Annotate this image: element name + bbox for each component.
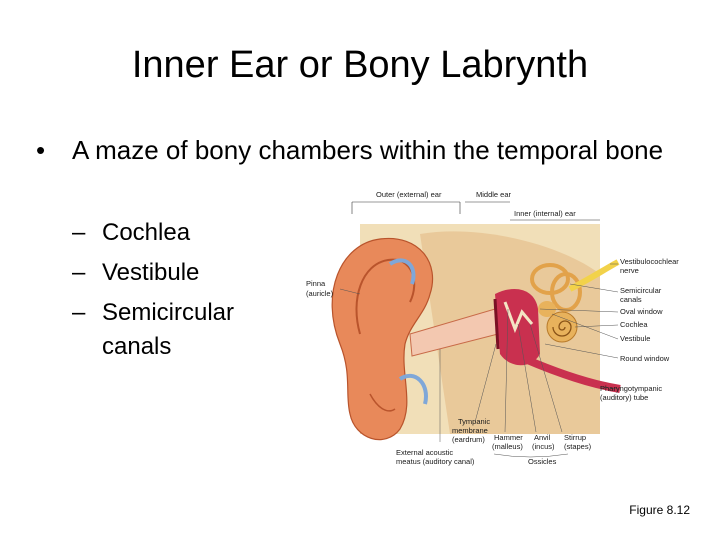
label-cochlea: Cochlea [620,320,648,329]
ossicles-brace [493,453,569,458]
label-auditory-tube: (auditory) tube [600,393,648,402]
dash-icon: – [72,219,86,246]
cartilage [388,258,416,285]
label-stirrup: Stirrup [564,433,586,442]
leader-anvil [517,323,537,433]
ear-anatomy-figure: Outer (external) ear Middle ear Inner (i… [306,190,679,466]
label-nerve: nerve [620,266,639,275]
label-eardrum: (eardrum) [452,435,485,444]
pharyngotympanic-tube-shape [523,355,621,393]
leader-round [544,343,619,359]
label-ossicles: Ossicles [528,457,557,466]
lobule-line [369,393,396,412]
leader-oval [539,308,619,313]
label-external-acoustic: External acoustic [396,448,453,457]
cartilage-lower [398,373,428,405]
label-pharyngotympanic: Pharyngotympanic [600,384,662,393]
pinna-shape [331,237,434,441]
label-hammer: Hammer [494,433,523,442]
label-oval-window: Oval window [620,307,663,316]
subitem-semicircular: –Semicircular canals [72,296,234,364]
slide-title: Inner Ear or Bony Labrynth [131,44,589,86]
label-incus: (incus) [532,442,555,451]
leader-hammer [504,308,509,433]
dash-icon: – [72,259,86,286]
label-membrane: membrane [452,426,488,435]
ossicles-shape [503,301,534,334]
label-semicircular: Semicircular [620,286,662,295]
label-pinna: Pinna [306,279,326,288]
cochlea-shape [546,311,578,343]
dash-icon: – [72,299,86,326]
semicircular-canal-1 [530,263,570,295]
bullet-dot-icon: • [36,135,46,165]
tympanic-membrane-shape [493,298,500,350]
leader-vestibule [551,313,619,340]
leader-tympanic [474,343,497,423]
vestibule-shape [538,301,556,317]
leader-pharyn [599,386,619,390]
figure-caption: Figure 8.12 [629,503,690,517]
leader-pinna [339,288,361,295]
leader-cochlea [574,324,619,328]
label-meatus: meatus (auditory canal) [396,457,475,466]
label-stapes: (stapes) [564,442,592,451]
bullet-text: A maze of bony chambers within the tempo… [72,135,664,165]
subitem-vestibule: –Vestibule [72,256,199,290]
label-anvil: Anvil [534,433,551,442]
label-vestibule: Vestibule [620,334,650,343]
label-round-window: Round window [620,354,670,363]
middle-ear-cavity [495,289,540,366]
label-auricle: (auricle) [306,289,334,298]
leader-semicircular [569,283,619,293]
label-inner-ear: Inner (internal) ear [514,209,576,218]
label-vestibulocochlear: Vestibulocochlear [620,257,679,266]
cochlea-spiral [552,320,572,337]
label-middle-ear: Middle ear [476,190,512,199]
label-outer-ear: Outer (external) ear [376,190,442,199]
label-canals: canals [620,295,642,304]
leader-stirrup [529,323,563,433]
label-tympanic: Tympanic [458,417,490,426]
subitem-cochlea: –Cochlea [72,216,190,250]
bullet-point: • A maze of bony chambers within the tem… [36,133,696,167]
label-malleus: (malleus) [492,442,523,451]
